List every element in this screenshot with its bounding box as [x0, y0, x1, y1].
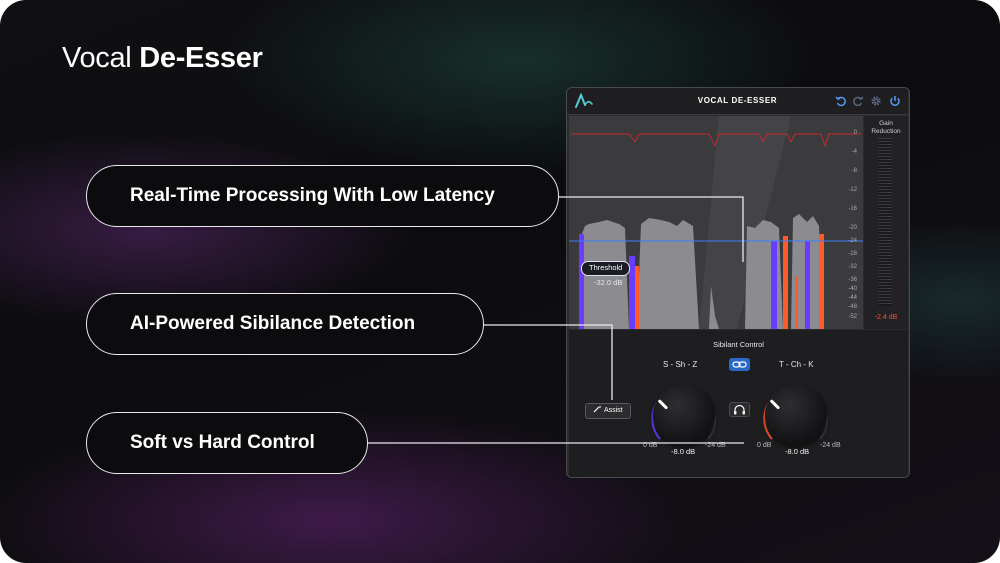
- knob-right-value: -8.0 dB: [785, 447, 810, 456]
- plugin-titlebar: VOCAL DE-ESSER: [567, 88, 908, 115]
- settings-icon[interactable]: [870, 95, 882, 107]
- plugin-title: VOCAL DE-ESSER: [697, 96, 778, 105]
- scale-label: -12: [848, 187, 857, 193]
- waveform-graph: [569, 116, 863, 329]
- knob-right[interactable]: [765, 384, 827, 446]
- scale-label: -52: [848, 314, 857, 320]
- knob-indicator: [657, 399, 669, 410]
- spectrum-display[interactable]: 0 -4 -8 -12 -16 -20 -24 -28 -32 -36 -40 …: [569, 116, 863, 329]
- scale-label: -28: [848, 251, 857, 257]
- knob-right-min: 0 dB: [757, 442, 772, 449]
- scale-label: -24: [848, 238, 857, 244]
- scale-label: -8: [851, 168, 857, 174]
- scale-label: -48: [848, 304, 857, 310]
- headphones-icon: [734, 404, 745, 415]
- scale-label: -32: [848, 264, 857, 270]
- sibilant-control-title: Sibilant Control: [713, 340, 764, 349]
- meter-bar: [878, 138, 892, 306]
- assist-button[interactable]: Assist: [585, 403, 631, 419]
- assist-label: Assist: [603, 407, 623, 414]
- link-icon: [732, 361, 747, 368]
- knob-indicator: [769, 399, 781, 410]
- feature-pill-soft-hard: Soft vs Hard Control: [86, 412, 368, 474]
- plugin-window: VOCAL DE-ESSER: [566, 87, 910, 478]
- page-title: Vocal De-Esser: [62, 42, 263, 75]
- meter-label: Gain Reduction: [864, 120, 908, 136]
- link-button[interactable]: [729, 358, 750, 371]
- feature-pill-latency: Real-Time Processing With Low Latency: [86, 165, 559, 227]
- meter-label-line1: Gain: [879, 120, 893, 127]
- scale-label: -16: [848, 206, 857, 212]
- brand-light: Vocal: [62, 42, 132, 74]
- scale-label: -36: [848, 277, 857, 283]
- scale-label: -20: [848, 225, 857, 231]
- scale-label: 0: [853, 130, 857, 136]
- knob-left-value: -8.0 dB: [671, 447, 696, 456]
- gain-reduction-meter: Gain Reduction -2.4 dB: [864, 116, 908, 329]
- meter-label-line2: Reduction: [871, 128, 901, 135]
- threshold-handle[interactable]: Threshold: [581, 261, 631, 276]
- knob-right-label: T - Ch - K: [779, 360, 814, 369]
- scale-label: -40: [848, 286, 857, 292]
- magic-wand-icon: [593, 405, 602, 413]
- power-icon[interactable]: [889, 95, 901, 107]
- app-logo-icon: [575, 93, 593, 108]
- redo-icon[interactable]: [852, 95, 864, 107]
- knob-left-min: 0 dB: [643, 442, 658, 449]
- sibilant-control-panel: Sibilant Control S - Sh - Z T - Ch - K: [569, 330, 908, 477]
- feature-label: AI-Powered Sibilance Detection: [130, 313, 416, 334]
- knob-left-label: S - Sh - Z: [663, 360, 698, 369]
- knob-right-max: -24 dB: [820, 442, 841, 449]
- knob-left[interactable]: [653, 384, 715, 446]
- scale-label: -44: [848, 295, 857, 301]
- listen-button[interactable]: [729, 402, 750, 417]
- feature-label: Soft vs Hard Control: [130, 432, 315, 453]
- brand-bold: De-Esser: [139, 42, 263, 74]
- feature-label: Real-Time Processing With Low Latency: [130, 185, 495, 206]
- knob-left-max: -24 dB: [705, 442, 726, 449]
- feature-pill-ai-detection: AI-Powered Sibilance Detection: [86, 293, 484, 355]
- gain-reduction-value: -2.4 dB: [874, 314, 898, 321]
- scale-label: -4: [851, 149, 857, 155]
- threshold-value: -32.0 dB: [594, 278, 623, 287]
- undo-icon[interactable]: [835, 95, 847, 107]
